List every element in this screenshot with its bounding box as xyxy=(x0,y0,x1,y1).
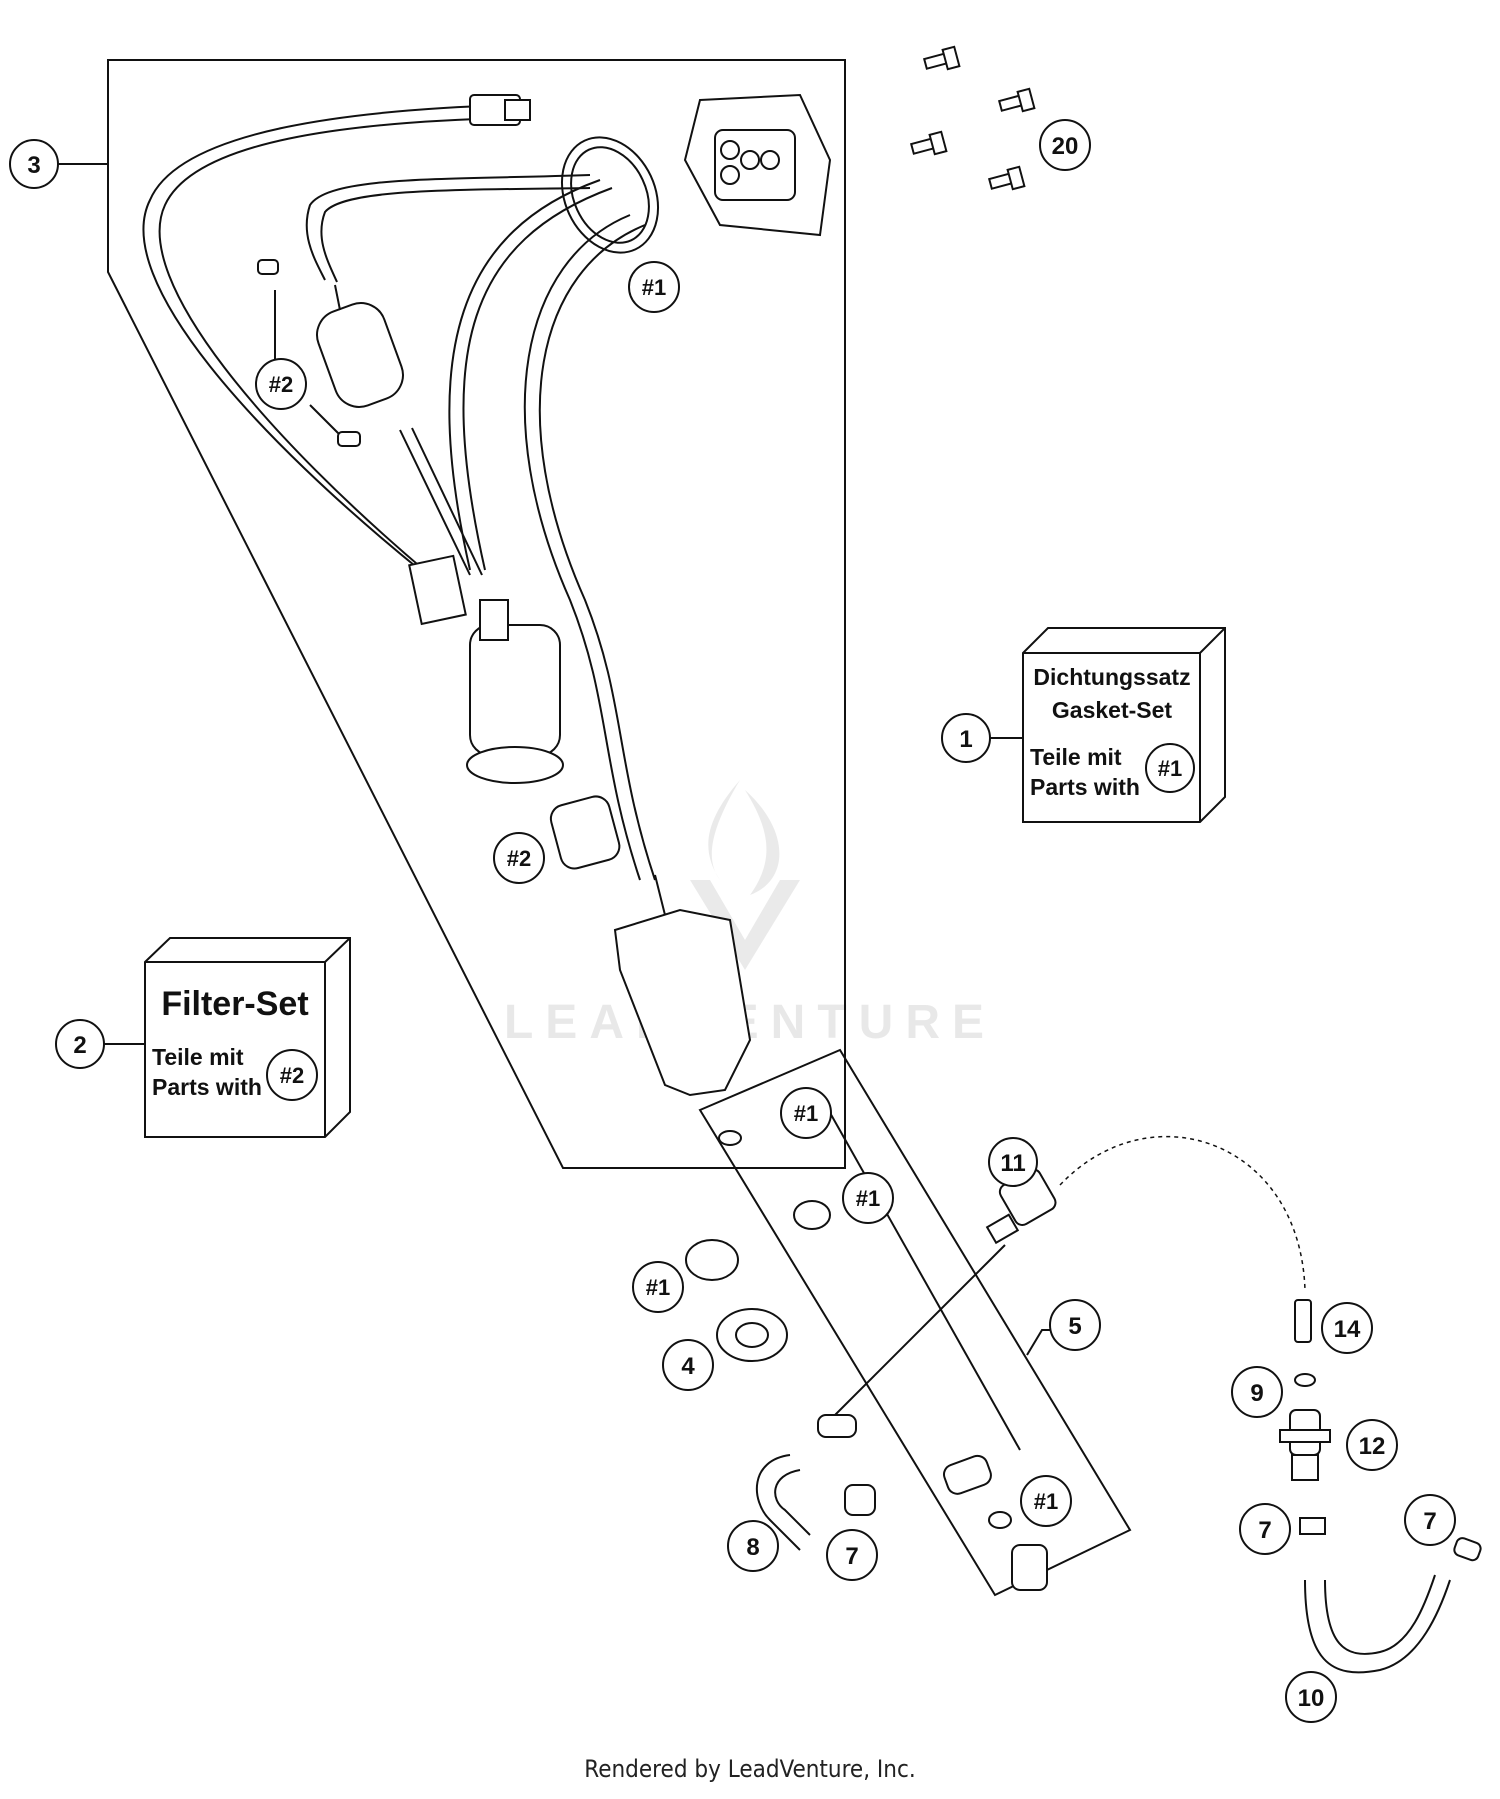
watermark-flame-icon xyxy=(708,780,780,895)
callout-20-label: 20 xyxy=(1052,133,1079,160)
callout-7-right-label: 7 xyxy=(1423,1508,1436,1535)
fuel-pump-body xyxy=(408,554,564,784)
hoses xyxy=(142,104,656,881)
wiring-connector xyxy=(469,94,531,126)
kit-ref-1-frame-bottom: #1 xyxy=(1020,1475,1072,1527)
kit-ref-1-gasket: #1 xyxy=(628,261,680,313)
pump-flange xyxy=(683,93,832,237)
gasket-box-line4: Parts with xyxy=(1030,774,1140,800)
gasket-box-line3: Teile mit xyxy=(1030,744,1122,770)
bolts xyxy=(909,45,1036,191)
seal-washer xyxy=(716,1308,788,1362)
callout-12: 12 xyxy=(1346,1419,1398,1471)
callout-14-label: 14 xyxy=(1334,1316,1361,1343)
gasket-box-ref: #1 xyxy=(1158,756,1182,781)
filter-set-box: Filter-Set Teile mit Parts with #2 xyxy=(144,937,351,1138)
callout-12-label: 12 xyxy=(1359,1433,1386,1460)
dashed-wire xyxy=(1059,1135,1306,1291)
kit-ref-2-filter: #2 xyxy=(255,358,307,410)
kit-ref-1-frame-top-label: #1 xyxy=(794,1101,818,1126)
callout-3-label: 3 xyxy=(27,152,40,179)
callout-7-mid: 7 xyxy=(1239,1503,1291,1555)
gasket-set-box: Dichtungssatz Gasket-Set Teile mit Parts… xyxy=(1022,627,1226,823)
fuel-pump-housing xyxy=(613,874,752,1097)
callout-7-left: 7 xyxy=(826,1529,878,1581)
callout-7-right: 7 xyxy=(1404,1494,1456,1546)
callout-7-left-label: 7 xyxy=(845,1543,858,1570)
fittings xyxy=(817,1168,1482,1591)
callout-20: 20 xyxy=(1039,119,1091,171)
fuel-filter xyxy=(316,284,404,408)
filter-clips xyxy=(257,259,361,447)
callout-11-label: 11 xyxy=(1000,1150,1025,1177)
callout-10: 10 xyxy=(1285,1671,1337,1723)
callout-3: 3 xyxy=(9,139,59,189)
callout-4-label: 4 xyxy=(681,1353,695,1380)
pump-strainer-ring xyxy=(549,795,621,870)
filter-box-line2: Parts with xyxy=(152,1074,262,1100)
kit-ref-2-mid: #2 xyxy=(493,832,545,884)
callout-14: 14 xyxy=(1321,1302,1373,1354)
callout-2: 2 xyxy=(55,1019,105,1069)
fuel-pump-assembly-outline xyxy=(107,59,846,1169)
fuel-hose-10 xyxy=(1304,1574,1451,1674)
valve-assembly-outline xyxy=(698,1048,1132,1597)
callout-5-label: 5 xyxy=(1068,1313,1081,1340)
o-rings xyxy=(685,1130,1316,1529)
kit-ref-1-left-label: #1 xyxy=(646,1275,670,1300)
callout-9-label: 9 xyxy=(1250,1380,1263,1407)
kit-ref-2-mid-label: #2 xyxy=(507,846,531,871)
flange-gasket xyxy=(560,136,660,254)
callout-10-label: 10 xyxy=(1298,1685,1325,1712)
callout-8: 8 xyxy=(727,1520,779,1572)
leader-lines xyxy=(58,163,1052,1451)
callout-1: 1 xyxy=(941,713,991,763)
callout-4: 4 xyxy=(662,1339,714,1391)
elbow-hose xyxy=(756,1454,811,1551)
callout-7-mid-label: 7 xyxy=(1258,1517,1271,1544)
kit-ref-1-left: #1 xyxy=(632,1261,684,1313)
filter-box-line1: Teile mit xyxy=(152,1044,244,1070)
callout-11: 11 xyxy=(988,1137,1038,1187)
gasket-box-line1: Dichtungssatz xyxy=(1033,664,1190,690)
callout-1-label: 1 xyxy=(959,726,972,753)
callout-2-label: 2 xyxy=(73,1032,86,1059)
kit-ref-1-gasket-label: #1 xyxy=(642,275,666,300)
kit-ref-1-frame-bottom-label: #1 xyxy=(1034,1489,1058,1514)
footer-credit: Rendered by LeadVenture, Inc. xyxy=(584,1755,916,1783)
callout-9: 9 xyxy=(1231,1366,1283,1418)
callout-5: 5 xyxy=(1049,1299,1101,1351)
gasket-box-line2: Gasket-Set xyxy=(1052,697,1173,723)
filter-box-title: Filter-Set xyxy=(161,985,308,1023)
kit-ref-2-filter-label: #2 xyxy=(269,372,293,397)
kit-ref-1-frame-top: #1 xyxy=(780,1087,832,1139)
kit-ref-1-frame-mid-label: #1 xyxy=(856,1186,880,1211)
watermark-v-logo-icon xyxy=(690,880,800,970)
callout-8-label: 8 xyxy=(746,1534,759,1561)
filter-box-ref: #2 xyxy=(280,1063,304,1088)
kit-ref-1-frame-mid: #1 xyxy=(842,1172,894,1224)
